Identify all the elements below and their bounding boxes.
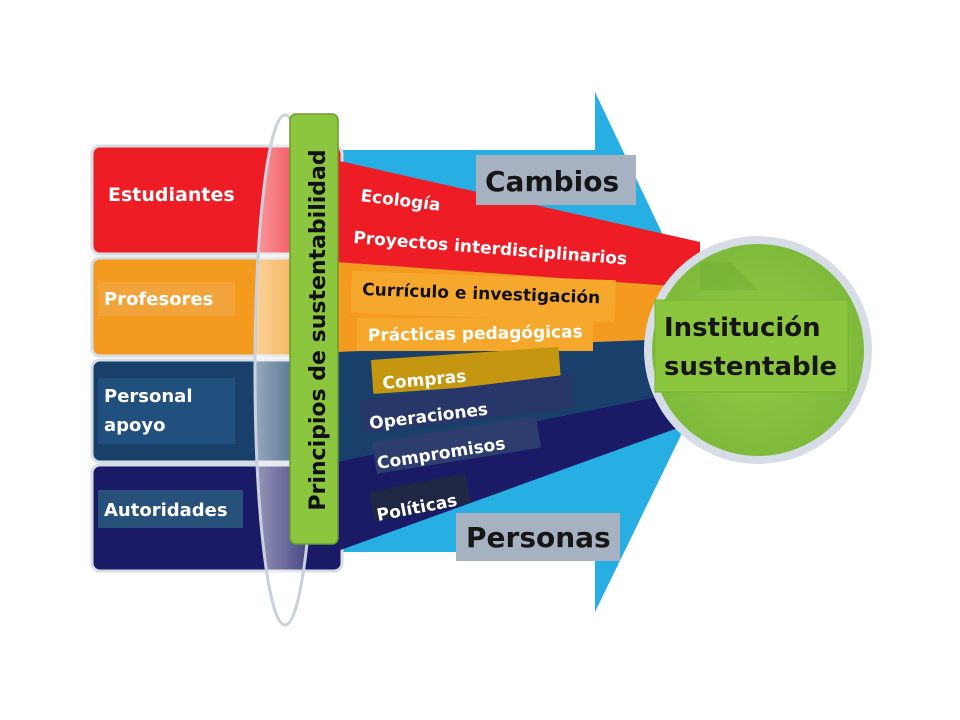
outcome-box	[654, 299, 849, 393]
beam-box-compromisos	[372, 416, 541, 474]
outcome-circle-shade	[700, 262, 758, 290]
label-personal-line2: apoyo	[104, 415, 166, 436]
label-personal-line1: Personal	[104, 386, 193, 407]
label-box-autoridades	[98, 490, 243, 528]
principles-label: Principios de sustentabilidad	[306, 149, 331, 510]
outcome-line1: Institución	[664, 313, 821, 343]
label-profesores: Profesores	[104, 289, 213, 310]
beam-box-operaciones	[359, 374, 575, 434]
personas-box	[456, 513, 620, 561]
beam-box-politicas	[368, 473, 471, 522]
label-estudiantes: Estudiantes	[108, 184, 235, 206]
label-autoridades: Autoridades	[104, 500, 228, 521]
label-box-profesores	[98, 282, 235, 316]
beam-box-curriculo	[350, 271, 616, 323]
beam-red	[335, 160, 700, 288]
outcome-line2: sustentable	[664, 352, 837, 382]
cambios-label: Cambios	[485, 165, 619, 198]
beam-box-practicas	[357, 318, 593, 351]
personas-label: Personas	[466, 521, 611, 554]
beam-label-practicas: Prácticas pedagógicas	[368, 322, 583, 346]
cambios-box	[476, 155, 636, 205]
label-box-personal	[98, 378, 235, 444]
principles-bar	[289, 113, 339, 545]
